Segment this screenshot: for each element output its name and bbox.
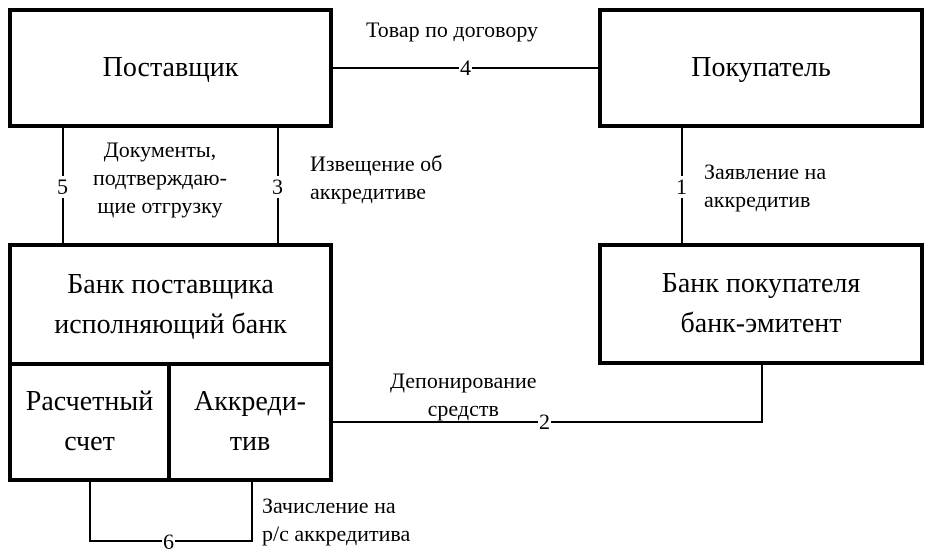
- buyer-box: Покупатель: [598, 8, 924, 128]
- settlement-account-label: Расчетный счет: [25, 386, 154, 457]
- flow-number-2: 2: [538, 409, 551, 434]
- buyer-bank-label: Банк покупателя банк-эмитент: [661, 268, 861, 339]
- flow-number-3: 3: [271, 174, 284, 199]
- flow-number-6: 6: [162, 529, 175, 554]
- supplier-box: Поставщик: [8, 8, 333, 128]
- supplier-label: Поставщик: [102, 52, 239, 83]
- flow-number-4: 4: [459, 55, 472, 80]
- flow-label-4: Товар по договору: [366, 17, 539, 42]
- buyer-bank-box: Банк покупателя банк-эмитент: [598, 243, 924, 365]
- flow-label-1: Заявление на аккредитив: [704, 159, 827, 212]
- supplier-bank-box: Банк поставщика исполняющий банк: [8, 243, 333, 366]
- settlement-account-box: Расчетный счет: [8, 362, 171, 482]
- flow-number-1: 1: [675, 174, 688, 199]
- flow-label-2: Депонирование средств: [390, 368, 537, 421]
- flow-line-2: [333, 362, 763, 423]
- flow-label-5: Документы, подтверждаю- щие отгрузку: [93, 137, 227, 218]
- buyer-label: Покупатель: [691, 52, 831, 83]
- letter-of-credit-box: Аккреди- тив: [167, 362, 333, 482]
- flow-label-3: Извещение об аккредитиве: [310, 151, 443, 204]
- flow-label-6: Зачисление на р/с аккредитива: [262, 493, 411, 546]
- letter-of-credit-label: Аккреди- тив: [193, 386, 307, 457]
- flow-number-5: 5: [56, 174, 69, 199]
- supplier-bank-label: Банк поставщика исполняющий банк: [54, 268, 287, 340]
